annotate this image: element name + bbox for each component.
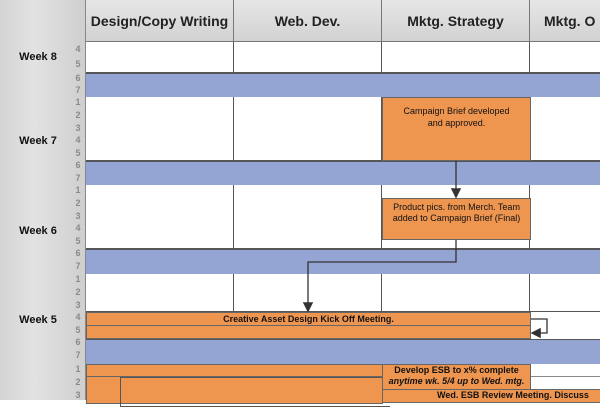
column-header-mktg-strategy: Mktg. Strategy <box>382 0 530 42</box>
day-number: 1 <box>75 185 81 196</box>
day-cell[interactable] <box>382 274 530 312</box>
week-label: Week 8 <box>19 51 57 63</box>
day-number: 1 <box>75 97 81 108</box>
day-number: 7 <box>75 260 81 271</box>
day-number: 7 <box>75 85 81 96</box>
day-cell[interactable] <box>234 97 382 161</box>
day-number: 2 <box>75 286 81 297</box>
arrow-kickoff-loop <box>530 318 548 339</box>
day-number: 4 <box>75 223 81 234</box>
column-header-mktg-o: Mktg. O <box>530 0 600 42</box>
week-label: Week 6 <box>19 225 57 237</box>
day-number: 3 <box>75 210 81 221</box>
week-label-column <box>0 0 86 400</box>
day-number: 2 <box>75 376 81 387</box>
day-number: 5 <box>75 324 81 335</box>
week-label: Week 7 <box>19 135 57 147</box>
empty-cell <box>531 364 600 377</box>
day-number: 6 <box>75 248 81 259</box>
day-number: 3 <box>75 122 81 133</box>
task-product-pics[interactable]: Product pics. from Merch. Team added to … <box>382 198 531 240</box>
week-label: Week 5 <box>19 314 57 326</box>
task-label: Creative Asset Design Kick Off Meeting. <box>223 314 394 324</box>
day-number: 7 <box>75 349 81 360</box>
task-label: Campaign Brief developed and approved. <box>403 106 510 128</box>
day-cell[interactable] <box>530 185 600 249</box>
column-header-web-dev: Web. Dev. <box>234 0 382 42</box>
day-number: 4 <box>75 135 81 146</box>
task-note: anytime wk. 5/4 up to Wed. mtg. <box>388 376 525 386</box>
day-number: 2 <box>75 109 81 120</box>
day-number: 3 <box>75 299 81 310</box>
task-label: Product pics. from Merch. Team added to … <box>392 202 521 223</box>
day-cell[interactable] <box>530 42 600 73</box>
day-number: 4 <box>75 312 81 323</box>
day-number: 3 <box>75 389 81 400</box>
day-cell[interactable] <box>86 97 234 161</box>
day-number: 1 <box>75 364 81 375</box>
day-number: 6 <box>75 73 81 84</box>
day-number: 2 <box>75 197 81 208</box>
day-number: 4 <box>75 43 81 54</box>
day-number: 5 <box>75 147 81 158</box>
day-cell[interactable] <box>86 42 234 73</box>
day-cell[interactable] <box>530 274 600 312</box>
day-cell[interactable] <box>530 97 600 161</box>
day-number: 1 <box>75 274 81 285</box>
arrow-pics-to-kickoff <box>302 240 457 313</box>
task-label: Wed. ESB Review Meeting. Discuss <box>437 390 589 400</box>
task-campaign-brief[interactable]: Campaign Brief developed and approved. <box>382 97 531 161</box>
column-header-design: Design/Copy Writing <box>86 0 234 42</box>
day-number: 6 <box>75 337 81 348</box>
task-label: Develop ESB to x% complete <box>394 365 519 375</box>
day-cell[interactable] <box>86 185 234 249</box>
empty-cell <box>531 377 600 389</box>
day-cell[interactable] <box>234 42 382 73</box>
day-number: 7 <box>75 172 81 183</box>
day-cell[interactable] <box>234 185 382 249</box>
day-number: 5 <box>75 59 81 70</box>
day-cell[interactable] <box>86 274 234 312</box>
day-number: 5 <box>75 235 81 246</box>
day-number: 6 <box>75 160 81 171</box>
day-cell[interactable] <box>382 42 530 73</box>
weekend-band <box>86 161 600 186</box>
